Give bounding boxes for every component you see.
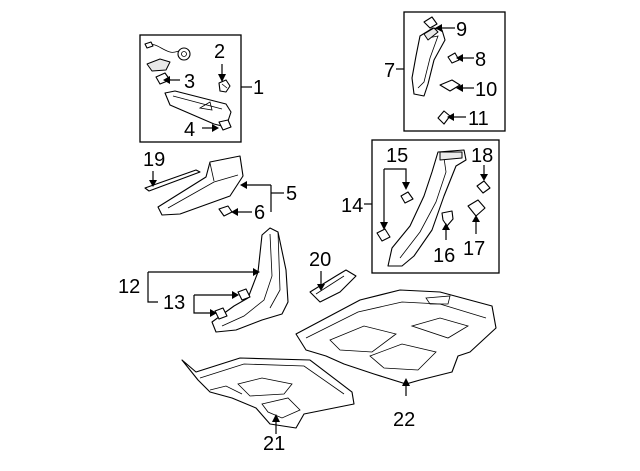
part-6-clip	[218, 205, 233, 217]
callout-18[interactable]: 18	[471, 145, 493, 167]
callout-11[interactable]: 11	[468, 108, 489, 130]
part-17-clip	[467, 199, 486, 217]
callout-10[interactable]: 10	[475, 79, 497, 101]
part-3-clip	[146, 58, 171, 72]
part-15-clip-upper	[400, 191, 414, 204]
callout-12[interactable]: 12	[118, 276, 140, 298]
part-14-pillar-trim	[387, 149, 467, 267]
callout-15[interactable]: 15	[386, 145, 408, 167]
part-20-bracket	[309, 269, 357, 303]
callout-7[interactable]: 7	[384, 60, 395, 82]
callout-1[interactable]: 1	[253, 77, 264, 99]
callout-20[interactable]: 20	[309, 249, 331, 271]
part-5-sill-plate	[157, 155, 244, 216]
callout-13[interactable]: 13	[163, 292, 185, 314]
part-18-clip	[476, 180, 491, 194]
callout-19[interactable]: 19	[143, 149, 165, 171]
part-13-clip-upper	[237, 288, 251, 301]
callout-9[interactable]: 9	[456, 19, 467, 41]
part-12-lower-trim	[211, 227, 289, 333]
callout-14[interactable]: 14	[341, 195, 363, 217]
callout-22[interactable]: 22	[393, 409, 415, 431]
callout-16[interactable]: 16	[433, 245, 455, 267]
part-15-clip-lower	[376, 228, 391, 242]
callout-5[interactable]: 5	[286, 183, 297, 205]
group-box-7	[403, 11, 506, 132]
callout-6[interactable]: 6	[254, 202, 265, 224]
part-8-screw	[447, 52, 460, 64]
group-box-1	[139, 34, 242, 143]
part-2-screw	[218, 79, 231, 93]
callout-8[interactable]: 8	[475, 49, 486, 71]
part-22-floor-carpet	[295, 289, 497, 385]
part-9-cap	[423, 16, 438, 29]
callout-3[interactable]: 3	[184, 71, 195, 93]
part-16-pin	[441, 210, 454, 227]
callout-17[interactable]: 17	[463, 238, 485, 260]
callout-2[interactable]: 2	[214, 41, 225, 63]
part-10-clip	[439, 79, 461, 92]
part-19-sill-strip	[144, 169, 201, 192]
wire-harness-part	[144, 41, 191, 61]
part-1-trim-panel	[164, 90, 232, 128]
part-4-clip	[218, 119, 232, 131]
part-13-clip-lower	[214, 307, 228, 320]
group-box-14	[371, 139, 500, 274]
callout-21[interactable]: 21	[263, 433, 285, 455]
part-21-front-mat	[181, 357, 355, 429]
callout-4[interactable]: 4	[184, 119, 195, 141]
